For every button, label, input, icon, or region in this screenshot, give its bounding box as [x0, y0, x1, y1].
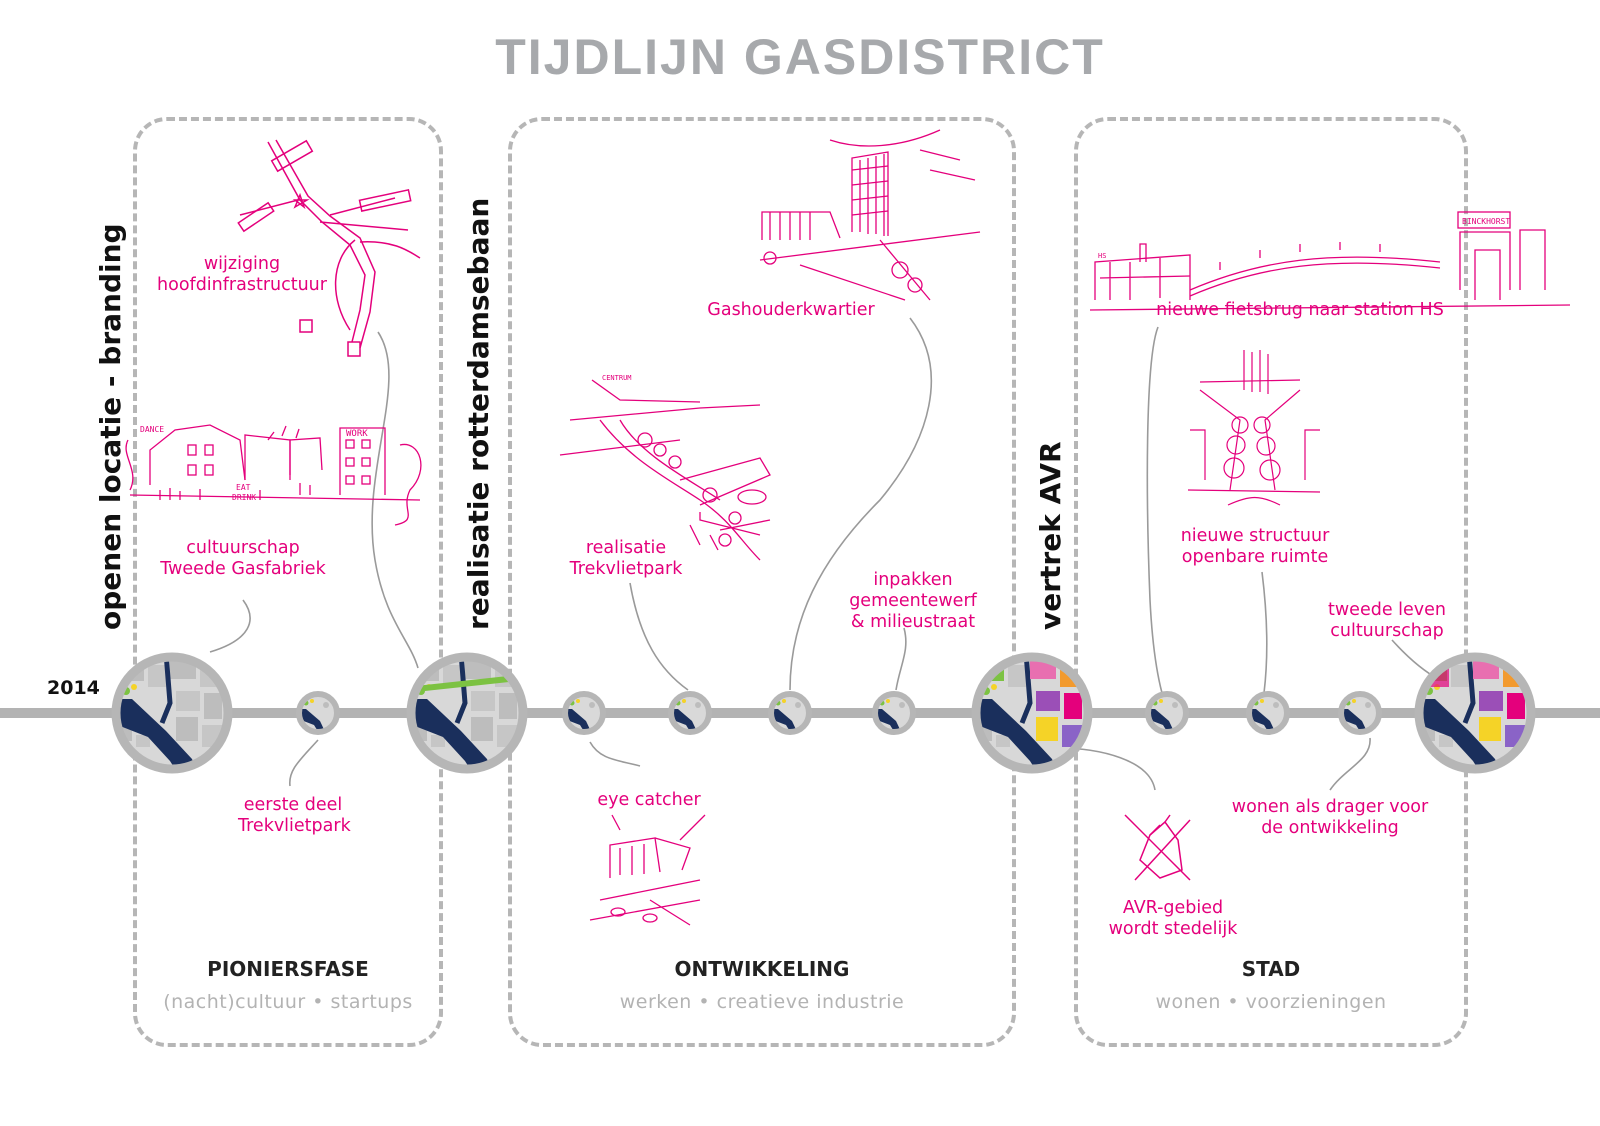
leader-lines — [209, 317, 1441, 791]
map-dot-trekvlietpark — [668, 691, 712, 735]
sketch-trekvlietpark — [559, 379, 771, 561]
sketch-infrastructure — [237, 139, 421, 357]
map-dot-eye-catcher — [562, 691, 606, 735]
sketch-text-drink: DRINK — [232, 493, 256, 502]
phase-box-pioniersfase: PIONIERSFASE (nacht)cultuur • startups — [133, 117, 443, 1047]
map-dot-structuur — [1246, 691, 1290, 735]
sketch-openbare-ruimte — [1187, 350, 1321, 506]
sketch-gashouderkwartier — [759, 129, 981, 301]
map-dot-inpakken — [872, 691, 916, 735]
milestone-realisatie-rotterdamsebaan: realisatie rotterdamsebaan — [462, 197, 495, 630]
sketch-cultuurschap — [125, 424, 422, 526]
phase-name: PIONIERSFASE — [207, 957, 369, 981]
milestone-vertrek-avr: vertrek AVR — [1034, 441, 1067, 630]
milestone-openen-locatie: openen locatie - branding — [94, 223, 127, 630]
map-circle-rotterdamsebaan — [406, 652, 528, 774]
sketch-text-eat: EAT — [236, 483, 251, 492]
sketch-avr-crossed — [1124, 814, 1191, 881]
sketch-eye-catcher — [589, 814, 706, 926]
phase-subtitle: werken • creatieve industrie — [619, 991, 905, 1013]
phase-name: STAD — [1241, 957, 1301, 981]
phase-subtitle: (nacht)cultuur • startups — [163, 991, 413, 1013]
map-dot-gashouder — [768, 691, 812, 735]
map-dot-eerste-deel — [296, 691, 340, 735]
phase-subtitle: wonen • voorzieningen — [1155, 991, 1387, 1013]
sketch-text-dance: DANCE — [140, 425, 164, 434]
page-title: TIJDLIJN GASDISTRICT — [495, 29, 1105, 85]
phase-name: ONTWIKKELING — [674, 957, 850, 981]
map-circle-end — [1414, 652, 1536, 774]
event-nieuwe-fietsbrug: nieuwe fietsbrug naar station HS — [1156, 300, 1444, 320]
sketch-text-work: WORK — [346, 429, 368, 439]
map-circle-avr — [971, 652, 1093, 774]
event-gashouderkwartier: Gashouderkwartier — [707, 300, 875, 320]
map-circle-2014 — [111, 652, 233, 774]
phase-box-stad: STAD wonen • voorzieningen — [1074, 117, 1468, 1047]
event-eye-catcher: eye catcher — [597, 790, 701, 810]
timeline-year: 2014 — [47, 677, 100, 699]
sketch-fietsbrug — [1089, 211, 1571, 311]
phase-box-ontwikkeling: ONTWIKKELING werken • creatieve industri… — [508, 117, 1016, 1047]
map-dot-fietsbrug — [1145, 691, 1189, 735]
sketch-text-centrum: CENTRUM — [602, 374, 632, 382]
sketch-text-hs: HS — [1098, 252, 1106, 260]
map-dot-wonen — [1338, 691, 1382, 735]
sketch-text-binckhorst: BINCKHORST — [1462, 217, 1510, 226]
